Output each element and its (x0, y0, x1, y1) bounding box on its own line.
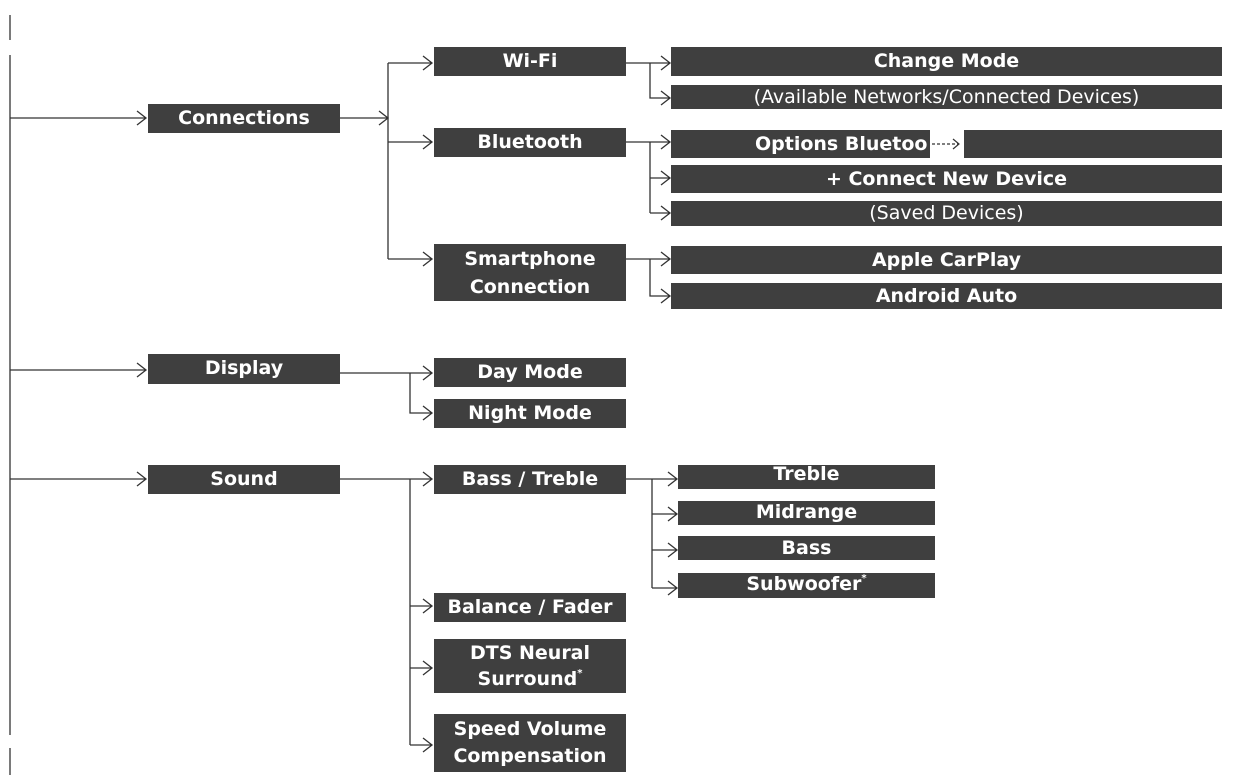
subwoofer-label: Subwoofer* (746, 573, 866, 595)
apple-carplay-box[interactable]: Apple CarPlay (671, 246, 1222, 274)
options-bluetooth-label: Options Bluetoo (755, 133, 928, 155)
android-auto-box[interactable]: Android Auto (671, 283, 1222, 309)
apple-carplay-label: Apple CarPlay (871, 249, 1022, 271)
bluetooth-label: Bluetooth (477, 131, 583, 153)
bass-treble-box[interactable]: Bass / Treble (434, 465, 626, 494)
display-label: Display (204, 357, 284, 379)
connections-box[interactable]: Connections (148, 104, 340, 133)
change-mode-label: Change Mode (873, 50, 1020, 72)
dts-label-line2: Surround* (478, 666, 583, 692)
connect-new-device-label: + Connect New Device (825, 168, 1068, 190)
subwoofer-box[interactable]: Subwoofer* (678, 573, 935, 598)
bass-box[interactable]: Bass (678, 536, 935, 560)
available-networks-label: (Available Networks/Connected Devices) (753, 86, 1140, 108)
bluetooth-box[interactable]: Bluetooth (434, 128, 626, 157)
smartphone-label-line1: Smartphone (464, 247, 596, 270)
saved-devices-label: (Saved Devices) (869, 202, 1024, 224)
speed-label-line2: Compensation (453, 745, 607, 767)
speed-label-line1: Speed Volume (453, 718, 607, 740)
day-mode-label: Day Mode (477, 361, 583, 383)
treble-label: Treble (773, 463, 840, 485)
smartphone-connection-box[interactable]: Smartphone Connection (434, 244, 626, 301)
subwoofer-label-text: Subwoofer (746, 573, 862, 595)
wifi-box[interactable]: Wi-Fi (434, 47, 626, 76)
dotted-arrow-icon (932, 138, 960, 150)
wifi-label: Wi-Fi (502, 50, 558, 72)
midrange-label: Midrange (755, 501, 858, 523)
connect-new-device-box[interactable]: + Connect New Device (671, 165, 1222, 193)
dts-footnote-mark: * (577, 668, 583, 679)
android-auto-label: Android Auto (875, 285, 1018, 307)
change-mode-box[interactable]: Change Mode (671, 47, 1222, 76)
balance-fader-box[interactable]: Balance / Fader (434, 593, 626, 622)
sound-box[interactable]: Sound (148, 465, 340, 494)
smartphone-label-line2: Connection (469, 275, 591, 298)
dts-label-line1: DTS Neural (469, 642, 591, 664)
display-box[interactable]: Display (148, 354, 340, 384)
connections-label: Connections (178, 107, 310, 129)
bass-label: Bass (781, 537, 832, 559)
speed-volume-compensation-box[interactable]: Speed Volume Compensation (434, 714, 626, 772)
balance-fader-label: Balance / Fader (447, 596, 613, 618)
saved-devices-box[interactable]: (Saved Devices) (671, 201, 1222, 226)
treble-box[interactable]: Treble (678, 465, 935, 489)
options-bluetooth-overlay (930, 130, 964, 158)
night-mode-label: Night Mode (468, 402, 592, 424)
night-mode-box[interactable]: Night Mode (434, 399, 626, 428)
subwoofer-footnote-mark: * (861, 573, 867, 584)
midrange-box[interactable]: Midrange (678, 501, 935, 525)
sound-label: Sound (210, 468, 278, 490)
bass-treble-label: Bass / Treble (461, 468, 599, 490)
dts-label-line2-text: Surround (477, 668, 578, 690)
day-mode-box[interactable]: Day Mode (434, 358, 626, 387)
dts-neural-surround-box[interactable]: DTS Neural Surround* (434, 639, 626, 693)
available-networks-box[interactable]: (Available Networks/Connected Devices) (671, 85, 1222, 109)
